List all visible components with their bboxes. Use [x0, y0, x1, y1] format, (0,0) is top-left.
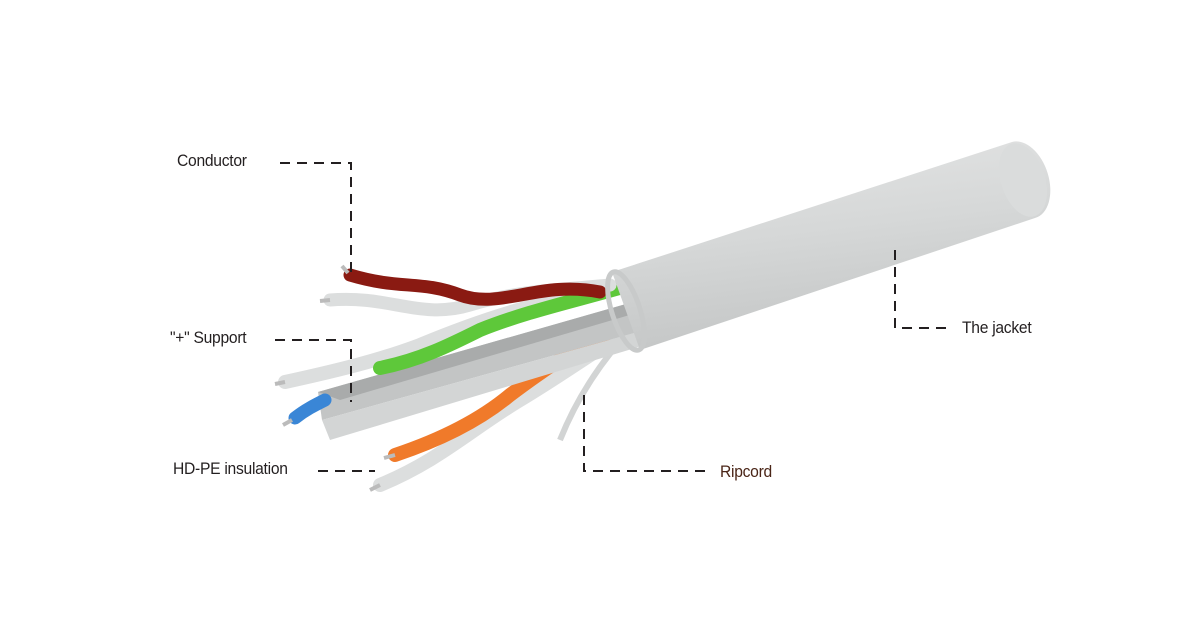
- blue-pair: [282, 393, 332, 427]
- support-leader: [275, 339, 352, 402]
- label-support: "+" Support: [170, 328, 247, 347]
- red-pair: [319, 264, 617, 317]
- label-conductor: Conductor: [177, 151, 247, 170]
- plus-support: [318, 300, 645, 440]
- label-insulation: HD-PE insulation: [173, 459, 288, 478]
- label-jacket: The jacket: [962, 318, 1032, 337]
- label-ripcord: Ripcord: [720, 462, 772, 481]
- cable-jacket: [605, 141, 1051, 353]
- ripcord-leader: [583, 395, 712, 472]
- conductor-leader: [280, 162, 352, 272]
- leader-lines: [275, 162, 952, 472]
- jacket-leader: [894, 250, 952, 329]
